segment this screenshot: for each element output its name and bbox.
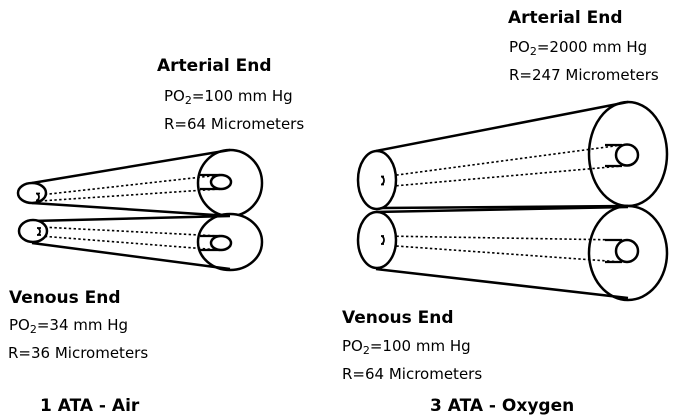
oxygen-arterial-radius: R=247 Micrometers xyxy=(509,66,659,84)
oxygen-venous-radius: R=64 Micrometers xyxy=(342,365,483,383)
air-venous-po2: PO2=34 mm Hg xyxy=(9,316,129,336)
oxygen-upper-venous-ellipse xyxy=(356,149,398,211)
oxygen-venous-po2: PO2=100 mm Hg xyxy=(342,337,471,357)
oxygen-lower-arterial-ellipse xyxy=(587,204,669,302)
oxygen-lower-cylinder xyxy=(356,204,669,302)
air-arterial-po2: PO2=100 mm Hg xyxy=(164,87,293,107)
oxygen-upper-arterial-ellipse xyxy=(587,100,669,208)
oxygen-arterial-heading: Arterial End xyxy=(508,8,623,28)
oxygen-panel-caption: 3 ATA - Oxygen xyxy=(430,396,575,416)
air-panel-caption: 1 ATA - Air xyxy=(40,396,140,416)
air-lower-cylinder xyxy=(17,212,264,272)
air-lower-venous-ellipse xyxy=(17,218,49,244)
oxygen-venous-heading: Venous End xyxy=(342,308,454,328)
air-upper-venous-ellipse xyxy=(16,181,48,205)
air-upper-cylinder xyxy=(16,148,264,218)
oxygen-arterial-po2: PO2=2000 mm Hg xyxy=(509,38,648,58)
oxygen-lower-venous-ellipse xyxy=(356,210,398,270)
air-venous-heading: Venous End xyxy=(9,288,121,308)
air-arterial-radius: R=64 Micrometers xyxy=(164,115,305,133)
oxygen-upper-cylinder xyxy=(356,100,669,211)
air-venous-radius: R=36 Micrometers xyxy=(8,344,149,362)
air-arterial-heading: Arterial End xyxy=(157,56,272,76)
